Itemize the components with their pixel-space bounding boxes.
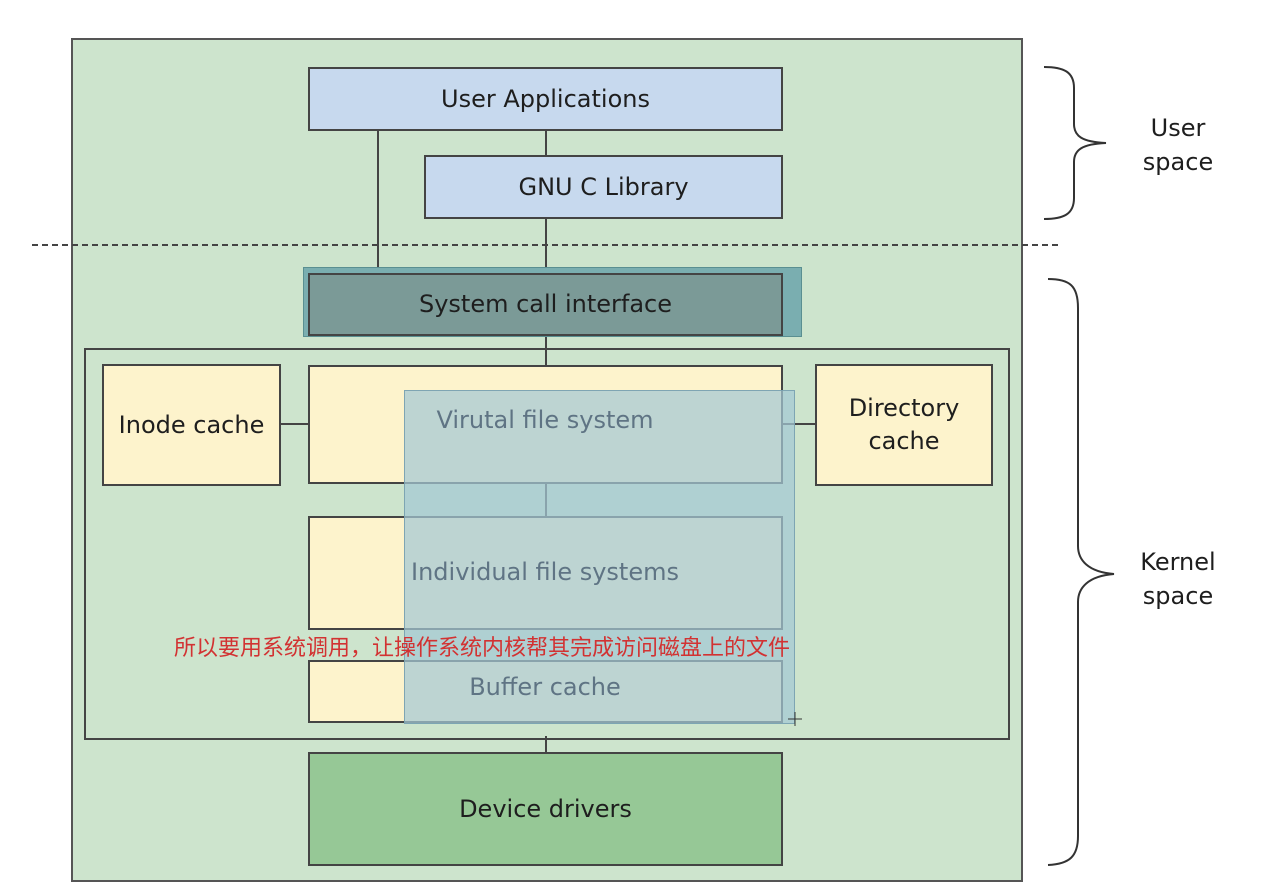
user-applications-box: User Applications: [308, 67, 783, 131]
connector-group-drivers: [545, 736, 547, 754]
buffer-cache-label: Buffer cache: [469, 673, 621, 701]
system-call-interface-box: System call interface: [308, 273, 783, 336]
connector-userapp-glibc: [545, 130, 547, 156]
user-kernel-boundary: [32, 244, 1058, 246]
user-applications-label: User Applications: [441, 84, 650, 113]
individual-file-systems-label: Individual file systems: [411, 558, 679, 586]
crosshair-cursor-icon: [788, 712, 802, 726]
device-drivers-box: Device drivers: [308, 752, 783, 866]
directory-cache-box: Directory cache: [815, 364, 993, 486]
inode-cache-box: Inode cache: [102, 364, 281, 486]
connector-syscall-vfs: [545, 335, 547, 366]
user-space-brace: [1043, 66, 1107, 220]
translucent-overlay: [404, 390, 795, 724]
directory-cache-label-line2: cache: [868, 427, 940, 455]
connector-userapp-syscall: [377, 130, 379, 270]
user-space-label-line1: User: [1150, 114, 1206, 142]
annotation-subtitle: 所以要用系统调用，让操作系统内核帮其完成访问磁盘上的文件: [174, 636, 791, 661]
kernel-space-label: Kernel space: [1128, 545, 1228, 613]
user-space-label-line2: space: [1142, 148, 1214, 176]
connector-vfs-directory: [781, 423, 816, 425]
connector-inode-vfs: [280, 423, 310, 425]
system-call-interface-label: System call interface: [418, 290, 673, 318]
kernel-space-brace: [1047, 278, 1115, 866]
user-space-label: User space: [1128, 111, 1228, 179]
filesystem-group-frame: [84, 348, 1010, 740]
virtual-file-system-label: Virutal file system: [436, 406, 654, 434]
device-drivers-label: Device drivers: [459, 794, 632, 823]
inode-cache-label: Inode cache: [118, 410, 265, 439]
kernel-space-label-line2: space: [1142, 582, 1214, 610]
kernel-space-label-line1: Kernel: [1140, 548, 1216, 576]
directory-cache-label-line1: Directory: [848, 394, 960, 422]
gnu-c-library-box: GNU C Library: [424, 155, 783, 219]
gnu-c-library-label: GNU C Library: [518, 172, 689, 201]
